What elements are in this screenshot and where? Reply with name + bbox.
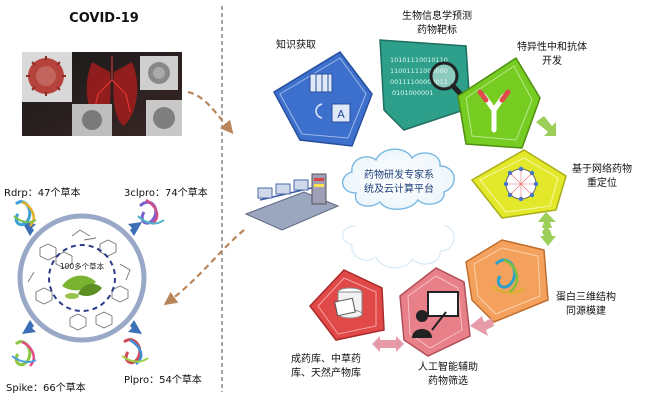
module-library-label-2: 库、天然产物库 bbox=[291, 366, 361, 379]
module-protein-label-1: 蛋白三维结构 bbox=[556, 290, 616, 303]
3clpro-label: 3clpro：74个草本 bbox=[124, 186, 208, 199]
network-computer-icon bbox=[244, 173, 340, 231]
covid-title: COVID-19 bbox=[69, 11, 139, 26]
binary-row-3: 00111100000011 bbox=[390, 78, 448, 86]
connector-arrows-green bbox=[536, 116, 556, 246]
module-bioinfo-label-1: 生物信息学预测 bbox=[402, 9, 472, 22]
flow-arrow-to-system bbox=[187, 90, 234, 135]
module-ai-label-1: 人工智能辅助 bbox=[418, 360, 478, 373]
3clpro-protein-image bbox=[137, 198, 165, 225]
rdrp-label: Rdrp：47个草本 bbox=[4, 186, 80, 199]
herb-count-label: 100多个草本 bbox=[60, 261, 105, 271]
module-protein-label-2: 同源模建 bbox=[566, 304, 606, 317]
cloud-label-line1: 药物研发专家系 bbox=[364, 168, 434, 181]
module-bioinfo-label-2: 药物靶标 bbox=[417, 23, 457, 36]
binary-row-4: 0101000001 bbox=[392, 89, 433, 97]
knowledge-glyph-a: A bbox=[337, 108, 345, 121]
module-antibody-label-1: 特异性中和抗体 bbox=[517, 40, 587, 53]
covid-image bbox=[22, 52, 182, 136]
flow-arrow-to-herbs bbox=[163, 229, 245, 306]
module-network-label-1: 基于网络药物 bbox=[572, 162, 632, 175]
module-protein bbox=[465, 239, 549, 323]
module-antibody-label-2: 开发 bbox=[542, 54, 562, 67]
module-antibody bbox=[457, 56, 541, 149]
herb-circle bbox=[17, 213, 147, 343]
cloud-label-line2: 统及云计算平台 bbox=[364, 182, 434, 195]
module-knowledge: A bbox=[273, 51, 373, 147]
plpro-label: Plpro：54个草本 bbox=[124, 373, 202, 386]
binary-row-1: 10101110010110 bbox=[390, 56, 448, 64]
module-knowledge-label: 知识获取 bbox=[276, 38, 316, 51]
spike-protein-image bbox=[11, 340, 37, 367]
spike-label: Spike：66个草本 bbox=[6, 381, 86, 394]
cloud-platform bbox=[342, 148, 455, 269]
module-bioinfo: 10101110010110 11001111000000 0011110000… bbox=[379, 39, 471, 131]
module-network-label-2: 重定位 bbox=[587, 176, 617, 189]
connector-arrows-pink bbox=[372, 316, 494, 352]
plpro-protein-image bbox=[121, 338, 149, 365]
module-ai-label-2: 药物筛选 bbox=[428, 374, 468, 387]
binary-row-2: 11001111000000 bbox=[390, 67, 448, 75]
rdrp-protein-image bbox=[13, 200, 37, 227]
module-library-label-1: 成药库、中草药 bbox=[291, 352, 361, 365]
module-library bbox=[309, 269, 385, 341]
target-arrows bbox=[22, 222, 142, 334]
module-ai bbox=[399, 267, 471, 357]
module-network bbox=[470, 149, 567, 219]
